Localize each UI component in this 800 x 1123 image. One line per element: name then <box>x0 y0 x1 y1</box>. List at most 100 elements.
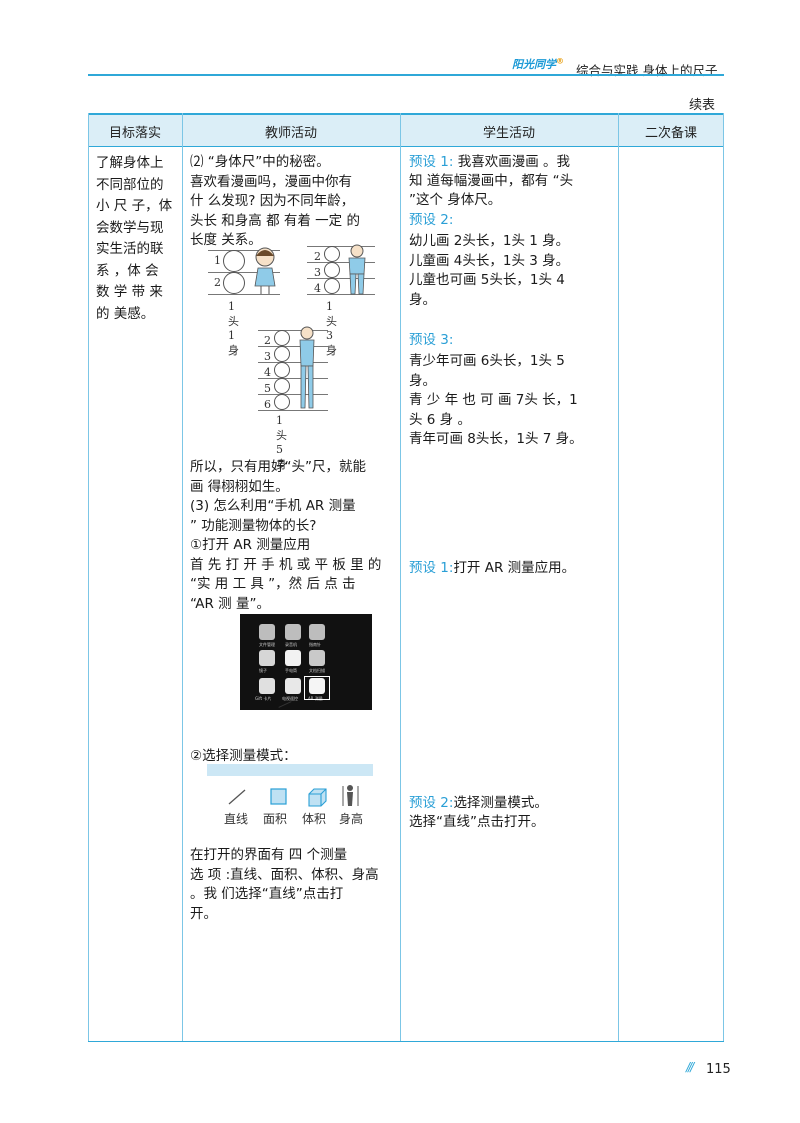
teen-icon <box>299 326 315 409</box>
teacher-paragraph-4: 在打开的界面有 四 个测量 选 项 :直线、面积、体积、身高 。我 们选择“直线… <box>190 846 396 924</box>
table-bottom-border <box>88 1041 724 1042</box>
ar-measure-icon[interactable] <box>309 678 325 694</box>
student-line: 幼儿画 2头长，1头 1 身。 <box>409 233 570 249</box>
head-circle <box>324 278 340 294</box>
figure-rule <box>258 362 328 363</box>
goal-line: 系 ，体 会 <box>96 262 159 279</box>
lesson-table: 目标落实 教师活动 学生活动 二次备课 <box>88 113 724 1042</box>
mode-label-volume: 体积 <box>302 812 327 826</box>
head-circle <box>223 250 245 272</box>
table-border-left <box>88 113 89 1042</box>
column-header-goal: 目标落实 <box>108 126 161 141</box>
teacher-line: 什 么发现? 因为不同年龄， <box>190 193 355 209</box>
goal-line: 的 美感。 <box>96 305 155 322</box>
goal-line: 数 学 带 来 <box>96 284 163 300</box>
student-text: 选择测量模式。 <box>453 795 548 811</box>
mode-label-line: 直线 <box>224 812 249 826</box>
teacher-line: “AR 测 量”。 <box>190 595 270 612</box>
student-line: 青少年可画 6头长，1头 5 <box>409 353 565 369</box>
head-count-label: 6 <box>264 398 271 411</box>
teacher-line: 头长 和身高 都 有着 一定 的 <box>190 212 360 229</box>
column-header-teacher: 教师活动 <box>264 126 317 141</box>
figure-rule <box>258 330 328 331</box>
head-circle <box>274 378 290 394</box>
preset-label: 预设 3: <box>409 332 454 348</box>
height-mode-icon[interactable] <box>339 784 363 808</box>
student-answer-1: 预设 1:打开 AR 测量应用。 <box>409 558 615 578</box>
goal-line: 不同部位的 <box>96 176 164 193</box>
head-circle <box>223 272 245 294</box>
student-line: 青年可画 8头长，1头 7 身。 <box>409 431 583 447</box>
figure-rule <box>307 246 375 247</box>
student-answer-2: 预设 2:选择测量模式。 选择“直线”点击打开。 <box>409 794 615 832</box>
column-header-revision: 二次备课 <box>644 126 697 141</box>
area-mode-icon[interactable] <box>267 786 291 808</box>
teacher-line: 开。 <box>190 905 217 922</box>
header-rule <box>88 74 724 76</box>
teacher-paragraph-2: 所以，只有用好“头”尺，就能 画 得栩栩如生。 (3) 怎么利用“手机 AR 测… <box>190 458 396 614</box>
recorder-icon <box>285 624 301 640</box>
student-line: 青 少 年 也 可 画 7头 长，1 <box>409 392 578 408</box>
column-header-student: 学生活动 <box>482 126 535 141</box>
student-line: 预设 2:选择测量模式。 <box>409 794 615 813</box>
figure-caption: 1头1身 <box>228 300 239 357</box>
volume-mode-icon[interactable] <box>305 786 329 808</box>
line-mode-icon[interactable] <box>225 786 249 808</box>
app-label: 文件管理 <box>259 642 275 647</box>
app-label: 文档扫描 <box>309 668 325 673</box>
teacher-line: 在打开的界面有 四 个测量 <box>190 847 348 863</box>
teacher-line: (3) 怎么利用“手机 AR 测量 <box>190 498 356 514</box>
head-count-label: 2 <box>214 276 221 289</box>
head-count-label: 5 <box>264 382 271 395</box>
gift-card-icon <box>259 678 275 694</box>
app-label: 手电筒 <box>285 668 297 673</box>
figure-rule <box>208 272 280 273</box>
compass-icon <box>309 624 325 640</box>
student-text: 打开 AR 测量应用。 <box>453 560 576 576</box>
app-label: 指南针 <box>309 642 321 647</box>
head-count-label: 2 <box>314 250 321 263</box>
preset-label: 预设 2: <box>409 795 454 811</box>
figure-rule <box>307 278 375 279</box>
student-preset-1: 预设 1: 我喜欢画漫画 。我 知 道每幅漫画中，都有 “头 ”这个 身体尺。 <box>409 153 615 210</box>
figure-rule <box>258 410 328 411</box>
teacher-line: 喜欢看漫画吗，漫画中你有 <box>190 173 352 190</box>
student-line: 头 6 身 。 <box>409 411 471 428</box>
preset-label: 预设 1: <box>409 560 454 576</box>
mirror-icon <box>259 650 275 666</box>
teacher-paragraph-3: ②选择测量模式： <box>190 748 297 764</box>
goal-line: 了解身体上 <box>96 155 164 171</box>
app-label: Gift 卡片 <box>255 696 272 701</box>
figure-rule <box>258 378 328 379</box>
student-line: ”这个 身体尺。 <box>409 192 502 208</box>
table-divider-3 <box>618 113 619 1042</box>
flashlight-icon <box>285 650 301 666</box>
section-title: 综合与实践 身体上的尺子 <box>576 63 718 78</box>
student-line: 知 道每幅漫画中，都有 “头 <box>409 173 574 189</box>
teacher-line: 长度 关系。 <box>190 232 262 248</box>
head-circle <box>274 362 290 378</box>
goal-line: 会数学与现 <box>96 219 164 236</box>
goal-line: 小 尺 子，体 <box>96 198 173 214</box>
tv-remote-icon <box>285 678 301 694</box>
mode-label-area: 面积 <box>263 812 288 826</box>
figure-rule <box>208 250 280 251</box>
goal-text: 了解身体上 不同部位的 小 尺 子，体 会数学与现 实生活的联 系 ，体 会 数… <box>96 153 178 325</box>
student-preset-2: 幼儿画 2头长，1头 1 身。 儿童画 4头长，1头 3 身。 儿童也可画 5头… <box>409 232 615 310</box>
teacher-line: 画 得栩栩如生。 <box>190 478 289 495</box>
student-line: 身。 <box>409 291 436 308</box>
head-circle <box>274 394 290 410</box>
document-scan-icon <box>309 650 325 666</box>
student-line: 身。 <box>409 372 436 389</box>
mode-label-height: 身高 <box>339 812 364 826</box>
app-label: AR 测量 <box>308 696 323 701</box>
head-count-label: 4 <box>314 282 321 295</box>
head-count-label: 4 <box>264 366 271 379</box>
figure-rule <box>307 262 375 263</box>
goal-line: 实生活的联 <box>96 241 164 257</box>
teacher-paragraph-1: ⑵ “身体尺”中的秘密。 喜欢看漫画吗，漫画中你有 什 么发现? 因为不同年龄，… <box>190 153 396 251</box>
head-circle <box>324 246 340 262</box>
head-count-label: 3 <box>314 266 321 279</box>
student-line: 儿童也可画 5头长，1头 4 <box>409 272 565 288</box>
head-count-label: 2 <box>264 334 271 347</box>
